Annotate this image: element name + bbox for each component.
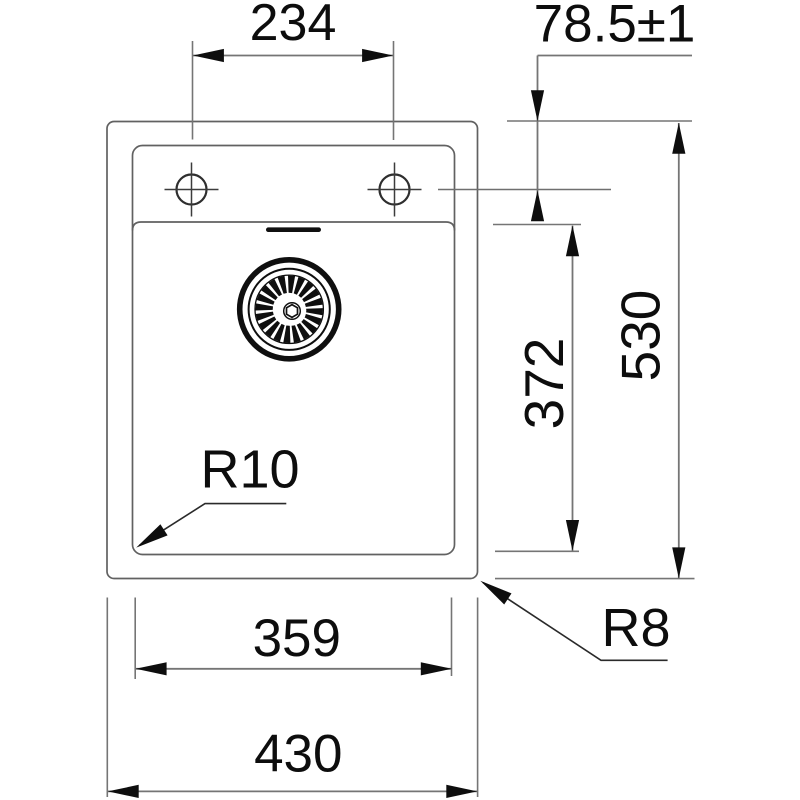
svg-text:78.5±1: 78.5±1 bbox=[534, 0, 696, 54]
svg-text:R10: R10 bbox=[200, 439, 299, 499]
svg-text:R8: R8 bbox=[601, 598, 670, 658]
svg-text:372: 372 bbox=[513, 338, 575, 430]
svg-text:234: 234 bbox=[250, 0, 337, 52]
svg-text:430: 430 bbox=[254, 724, 342, 783]
svg-text:359: 359 bbox=[253, 609, 341, 668]
svg-text:530: 530 bbox=[610, 290, 672, 382]
